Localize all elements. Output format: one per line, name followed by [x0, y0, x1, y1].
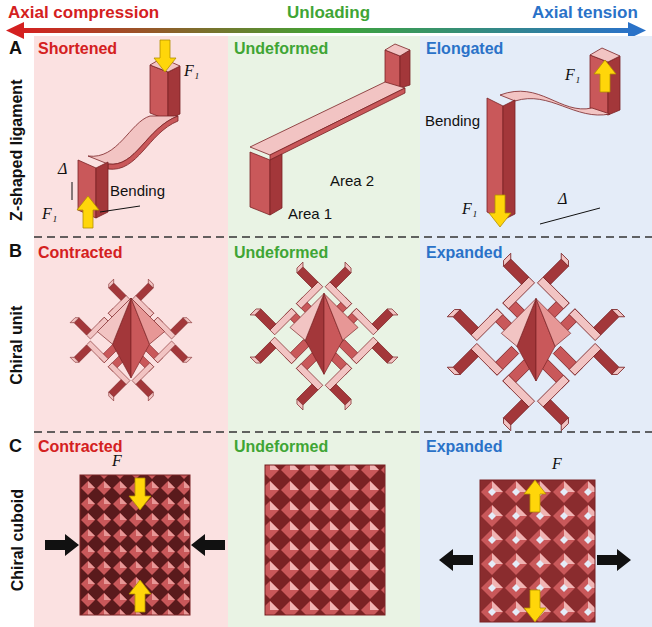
state-label: Undeformed [234, 244, 328, 262]
force-symbol: F₁ [184, 62, 199, 80]
panel-letter: A [9, 38, 22, 59]
header-label: Unloading [287, 3, 370, 23]
state-label: Contracted [38, 244, 122, 262]
state-label: Elongated [426, 40, 503, 58]
state-label: Expanded [426, 244, 502, 262]
state-label: Contracted [38, 438, 122, 456]
area-label: Area 2 [330, 172, 374, 189]
state-label: Expanded [426, 438, 502, 456]
annotation: Bending [110, 182, 165, 199]
panel-letter: C [9, 436, 22, 457]
force-symbol: F₁ [42, 205, 57, 223]
area-label: Area 1 [288, 205, 332, 222]
force-symbol: F₁ [462, 200, 477, 218]
displacement-symbol: Δ [58, 160, 67, 178]
panel-letter: B [9, 241, 22, 262]
annotation: Bending [425, 112, 480, 129]
force-symbol: F [112, 452, 122, 470]
state-label: Undeformed [234, 40, 328, 58]
row-title: Chiral cuboid [9, 489, 27, 591]
state-label: Undeformed [234, 438, 328, 456]
row-title: Chiral unit [9, 305, 27, 384]
header-label: Axial tension [532, 3, 638, 23]
header-label: Axial compression [8, 3, 159, 23]
row-title: Z-shaped ligament [9, 79, 27, 220]
state-label: Shortened [38, 40, 117, 58]
displacement-symbol: Δ [558, 190, 567, 208]
force-symbol: F [552, 455, 562, 473]
force-symbol: F₁ [565, 66, 580, 84]
